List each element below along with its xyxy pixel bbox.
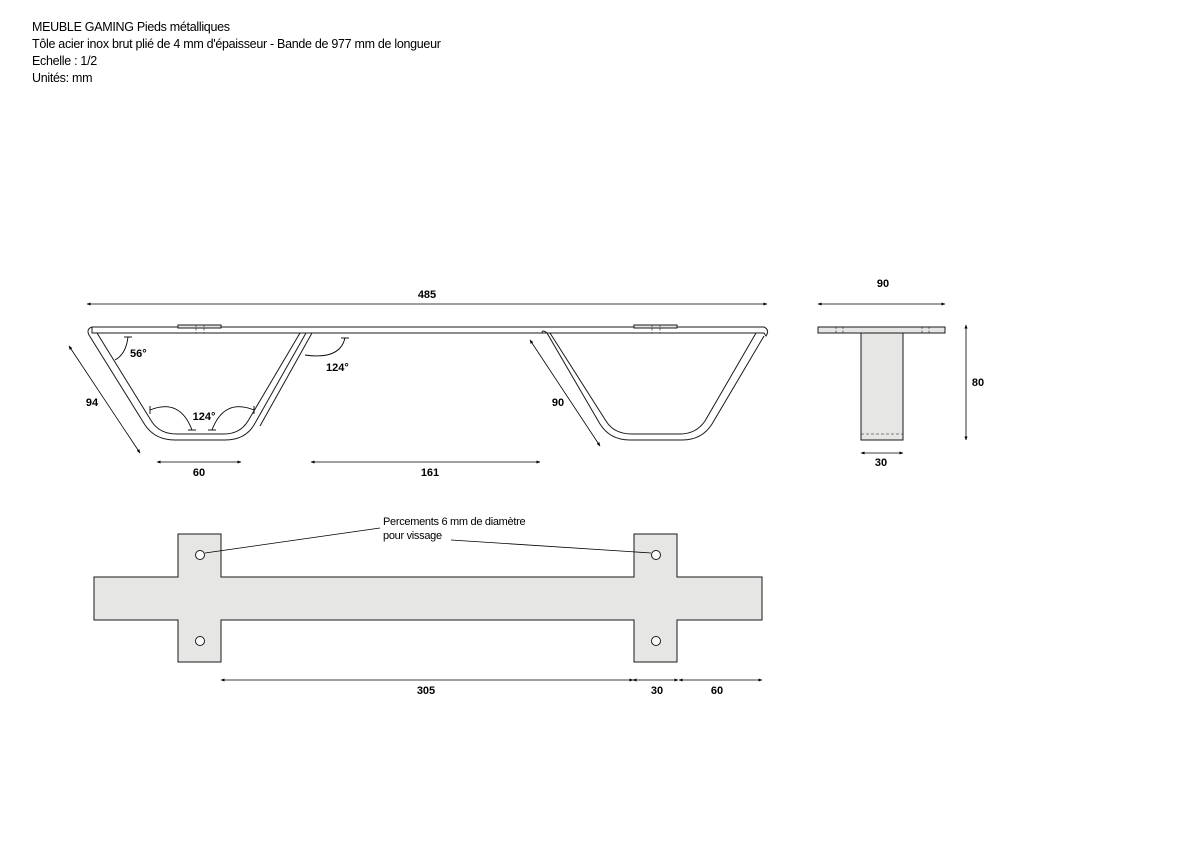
- hole-leader-left: [204, 527, 381, 554]
- left-leg-outer: [87, 326, 307, 441]
- side-width-label: 90: [877, 278, 889, 290]
- hole-bottom-right: [651, 636, 661, 646]
- angle-56-label: 56°: [130, 348, 147, 360]
- side-leg: [860, 332, 904, 441]
- hole-note-line2: pour vissage: [383, 530, 442, 542]
- right-leg-inner: [549, 332, 757, 435]
- span-label: 305: [417, 685, 435, 697]
- angle-56-arc: [114, 336, 129, 361]
- right-slant-label: 90: [552, 397, 564, 409]
- angle-124-bottom-arc-left: [149, 406, 193, 431]
- left-slant-label: 94: [86, 397, 99, 409]
- hole-top-right: [651, 550, 661, 560]
- side-top-plate: [817, 326, 946, 334]
- angle-124-top-label: 124°: [326, 362, 349, 374]
- hole-leader-right: [450, 539, 652, 554]
- hole-top-left: [195, 550, 205, 560]
- top-bar: [91, 326, 769, 337]
- left-slant-dimension: [68, 345, 141, 454]
- left-leg-inner: [96, 332, 301, 435]
- angle-124-bottom-label: 124°: [193, 411, 216, 423]
- scale-label: Echelle : 1/2: [32, 54, 97, 68]
- top-plate-right: [633, 324, 678, 329]
- right-slant-dimension: [529, 339, 601, 447]
- gap-label: 161: [421, 467, 439, 479]
- angle-124-top-arc: [304, 337, 346, 357]
- side-height-label: 80: [972, 377, 984, 389]
- tab-width-label: 30: [651, 685, 663, 697]
- units-label: Unités: mm: [32, 71, 93, 85]
- front-view: 485 94 90 60 161 56° 124° 124°: [68, 289, 769, 479]
- side-view: 90 80 30: [817, 278, 984, 469]
- bottom-flat-label: 60: [193, 467, 205, 479]
- hole-note-line1: Percements 6 mm de diamètre: [383, 516, 525, 528]
- title-block: MEUBLE GAMING Pieds métalliques Tôle aci…: [32, 19, 441, 87]
- material-spec: Tôle acier inox brut plié de 4 mm d'épai…: [32, 37, 441, 51]
- drawing-title: MEUBLE GAMING Pieds métalliques: [32, 20, 230, 34]
- right-leg-outer: [541, 330, 765, 441]
- leg-width-label: 30: [875, 457, 887, 469]
- end-length-label: 60: [711, 685, 723, 697]
- overall-length-label: 485: [418, 289, 436, 301]
- hole-bottom-left: [195, 636, 205, 646]
- top-plate-left: [177, 324, 222, 329]
- angle-124-bottom-arc-right: [211, 406, 255, 431]
- flat-strip: [93, 533, 763, 663]
- flat-pattern-view: Percements 6 mm de diamètre pour vissage…: [93, 516, 763, 697]
